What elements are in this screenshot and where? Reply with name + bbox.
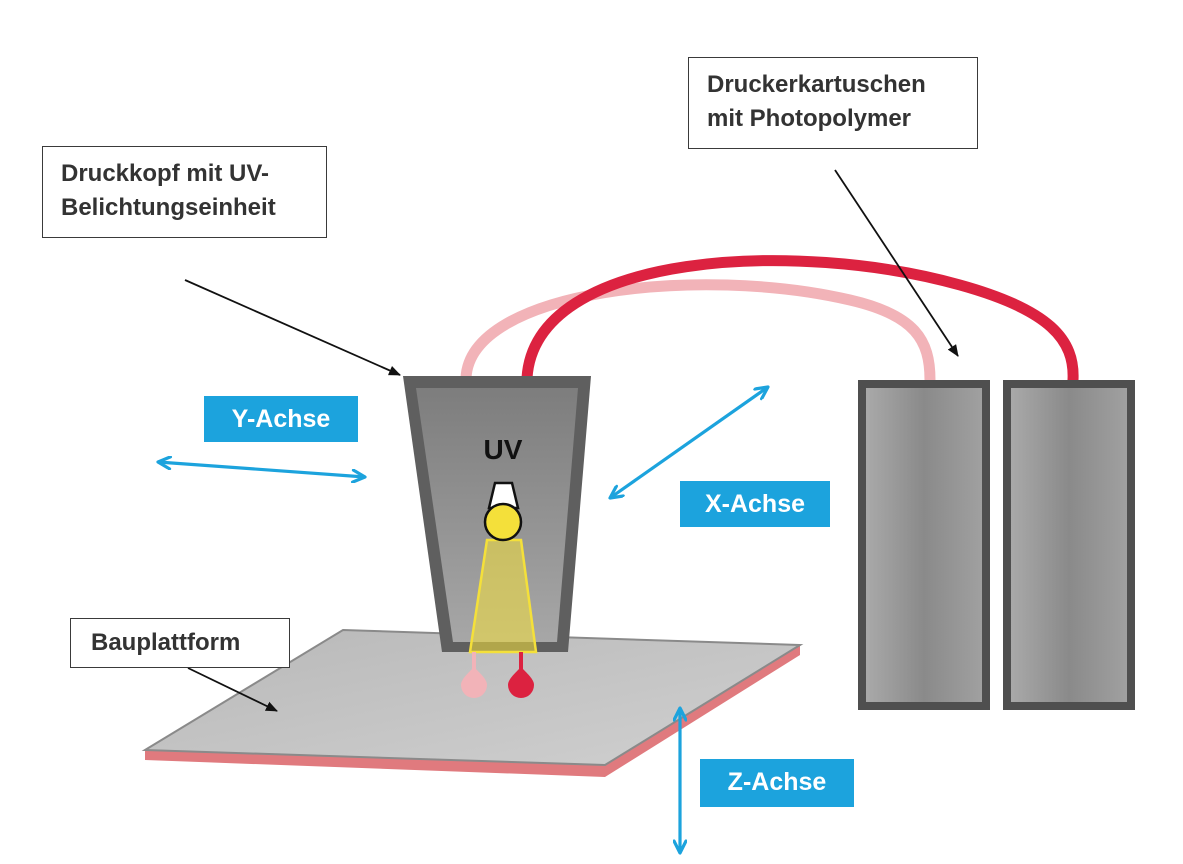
platform-callout: Bauplattform	[70, 618, 290, 668]
cartridges-callout: Druckerkartuschen mit Photopolymer	[688, 57, 978, 149]
y-axis-label: Y-Achse	[204, 396, 358, 442]
cartridges-label-line-2: mit Photopolymer	[707, 105, 912, 132]
tube-dark-red	[521, 255, 1079, 386]
uv-label: UV	[483, 434, 523, 465]
pointer-arrow-platform	[187, 667, 278, 712]
pointer-arrow-print-head	[184, 279, 401, 376]
uv-lamp-socket	[487, 481, 520, 510]
uv-lamp-bulb	[483, 502, 523, 542]
print-head-label-line-1: Druckkopf mit UV-	[61, 160, 270, 187]
droplet-light-pink	[461, 652, 487, 698]
platform-label: Bauplattform	[91, 629, 241, 656]
print-head-callout: Druckkopf mit UV- Belichtungseinheit	[42, 146, 327, 238]
cartridges-label-line-1: Druckerkartuschen	[707, 71, 926, 98]
droplet-dark-red	[508, 652, 534, 698]
print-head	[403, 376, 591, 654]
cartridge-left	[858, 380, 990, 710]
cartridge-right	[1003, 380, 1135, 710]
tube-light-pink	[460, 279, 936, 386]
pointer-arrow-cartridges	[834, 169, 959, 357]
z-axis-label: Z-Achse	[700, 759, 854, 807]
print-head-label-line-2: Belichtungseinheit	[61, 194, 276, 221]
x-axis-arrow	[610, 387, 768, 498]
x-axis-label: X-Achse	[680, 481, 830, 527]
y-axis-arrow	[158, 462, 365, 477]
